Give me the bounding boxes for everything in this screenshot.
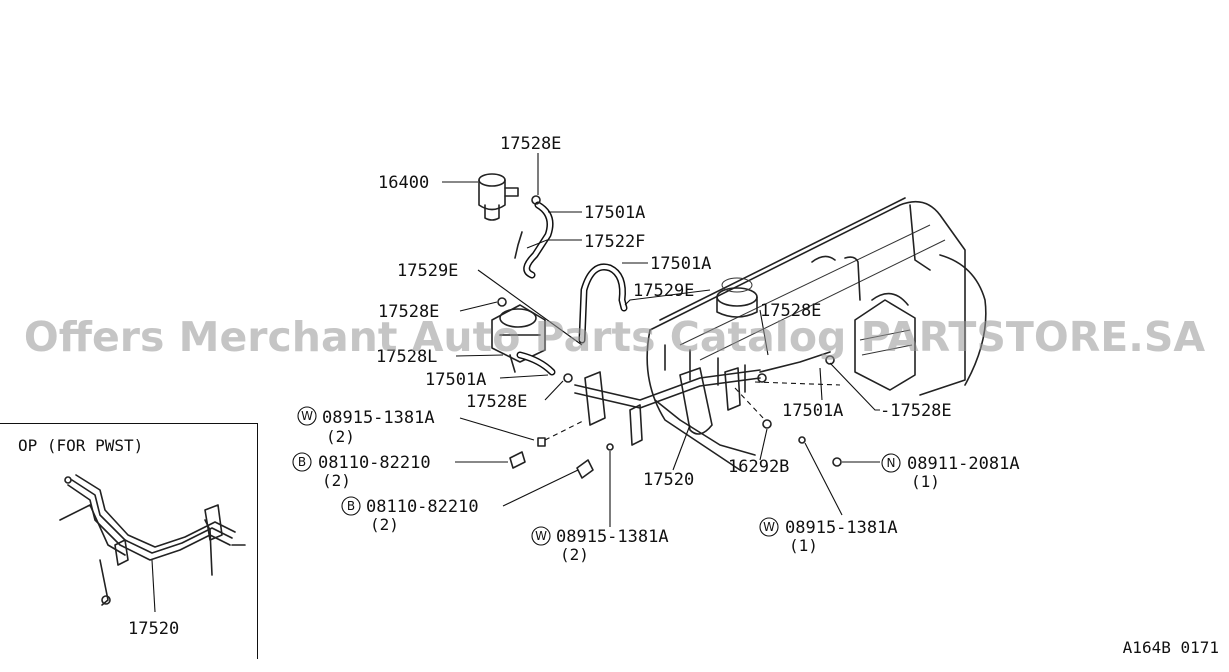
pipe-17522f [514, 231, 523, 259]
callout-17501a-2: 17501A [650, 254, 711, 274]
inset-part-number: 17520 [128, 619, 179, 639]
callout-17522f: 17522F [584, 232, 645, 252]
callout-17520: 17520 [643, 470, 694, 490]
callout-17528e-right: 17528E [760, 301, 821, 321]
fastener-part-number: 08110-82210 [366, 497, 479, 517]
fastener-callout-2: B 08110-82210 (2) [292, 452, 431, 490]
fastener-quantity: (2) [560, 545, 589, 564]
fastener-part-number: 08110-82210 [318, 453, 431, 473]
callout-17501a-1: 17501A [584, 203, 645, 223]
fastener-quantity: (2) [370, 515, 399, 534]
inset-panel: OP (FOR PWST) 17520 [0, 423, 258, 659]
fastener-quantity: (1) [789, 536, 818, 555]
fastener-parts [497, 195, 842, 479]
callout-17501a-3: 17501A [425, 370, 486, 390]
washer-symbol: W [535, 529, 547, 543]
callout-17529e-left: 17529E [397, 261, 458, 281]
callout-labels: 17528E 16400 17501A 17522F 17529E 17501A… [376, 134, 952, 490]
callout-16292b: 16292B [728, 457, 789, 477]
inset-title: OP (FOR PWST) [18, 436, 144, 455]
pump-body [491, 304, 556, 376]
callout-17529e-mid: 17529E [633, 281, 694, 301]
washer-symbol: W [301, 409, 313, 423]
fastener-part-number: 08915-1381A [322, 408, 435, 428]
fastener-quantity: (1) [911, 472, 940, 491]
fastener-callout-3: B 08110-82210 (2) [341, 496, 479, 534]
fastener-part-number: 08915-1381A [785, 518, 898, 538]
fastener-callout-6: W 08915-1381A (1) [759, 517, 898, 555]
callout-17501a-4: 17501A [782, 401, 843, 421]
leader-lines [442, 153, 880, 527]
washer-symbol: W [763, 520, 775, 534]
fastener-callout-1: W 08915-1381A (2) [297, 406, 435, 446]
callout-17528e-far: -17528E [880, 401, 952, 421]
callout-17528e-low: 17528E [466, 392, 527, 412]
inset-label-layer: 17520 [128, 619, 179, 639]
bolt-symbol: B [298, 455, 306, 469]
engine-block [646, 197, 987, 471]
callout-17528e-top: 17528E [500, 134, 561, 154]
fastener-part-number: 08911-2081A [907, 454, 1020, 474]
fastener-part-number: 08915-1381A [556, 527, 669, 547]
tube-assembly [574, 351, 831, 456]
fastener-callout-5: N 08911-2081A (1) [881, 453, 1020, 491]
fastener-callout-4: W 08915-1381A (2) [531, 526, 669, 564]
reference-code: A164B 0171 [1122, 638, 1219, 657]
callout-17528l: 17528L [376, 347, 437, 367]
fuel-filter [478, 173, 519, 221]
fastener-quantity: (2) [322, 471, 351, 490]
callout-17528e-left: 17528E [378, 302, 439, 322]
callout-16400: 16400 [378, 173, 429, 193]
nut-symbol: N [887, 456, 896, 470]
inset-tube-drawing [59, 474, 246, 613]
bolt-symbol: B [347, 499, 355, 513]
fastener-quantity: (2) [326, 427, 355, 446]
